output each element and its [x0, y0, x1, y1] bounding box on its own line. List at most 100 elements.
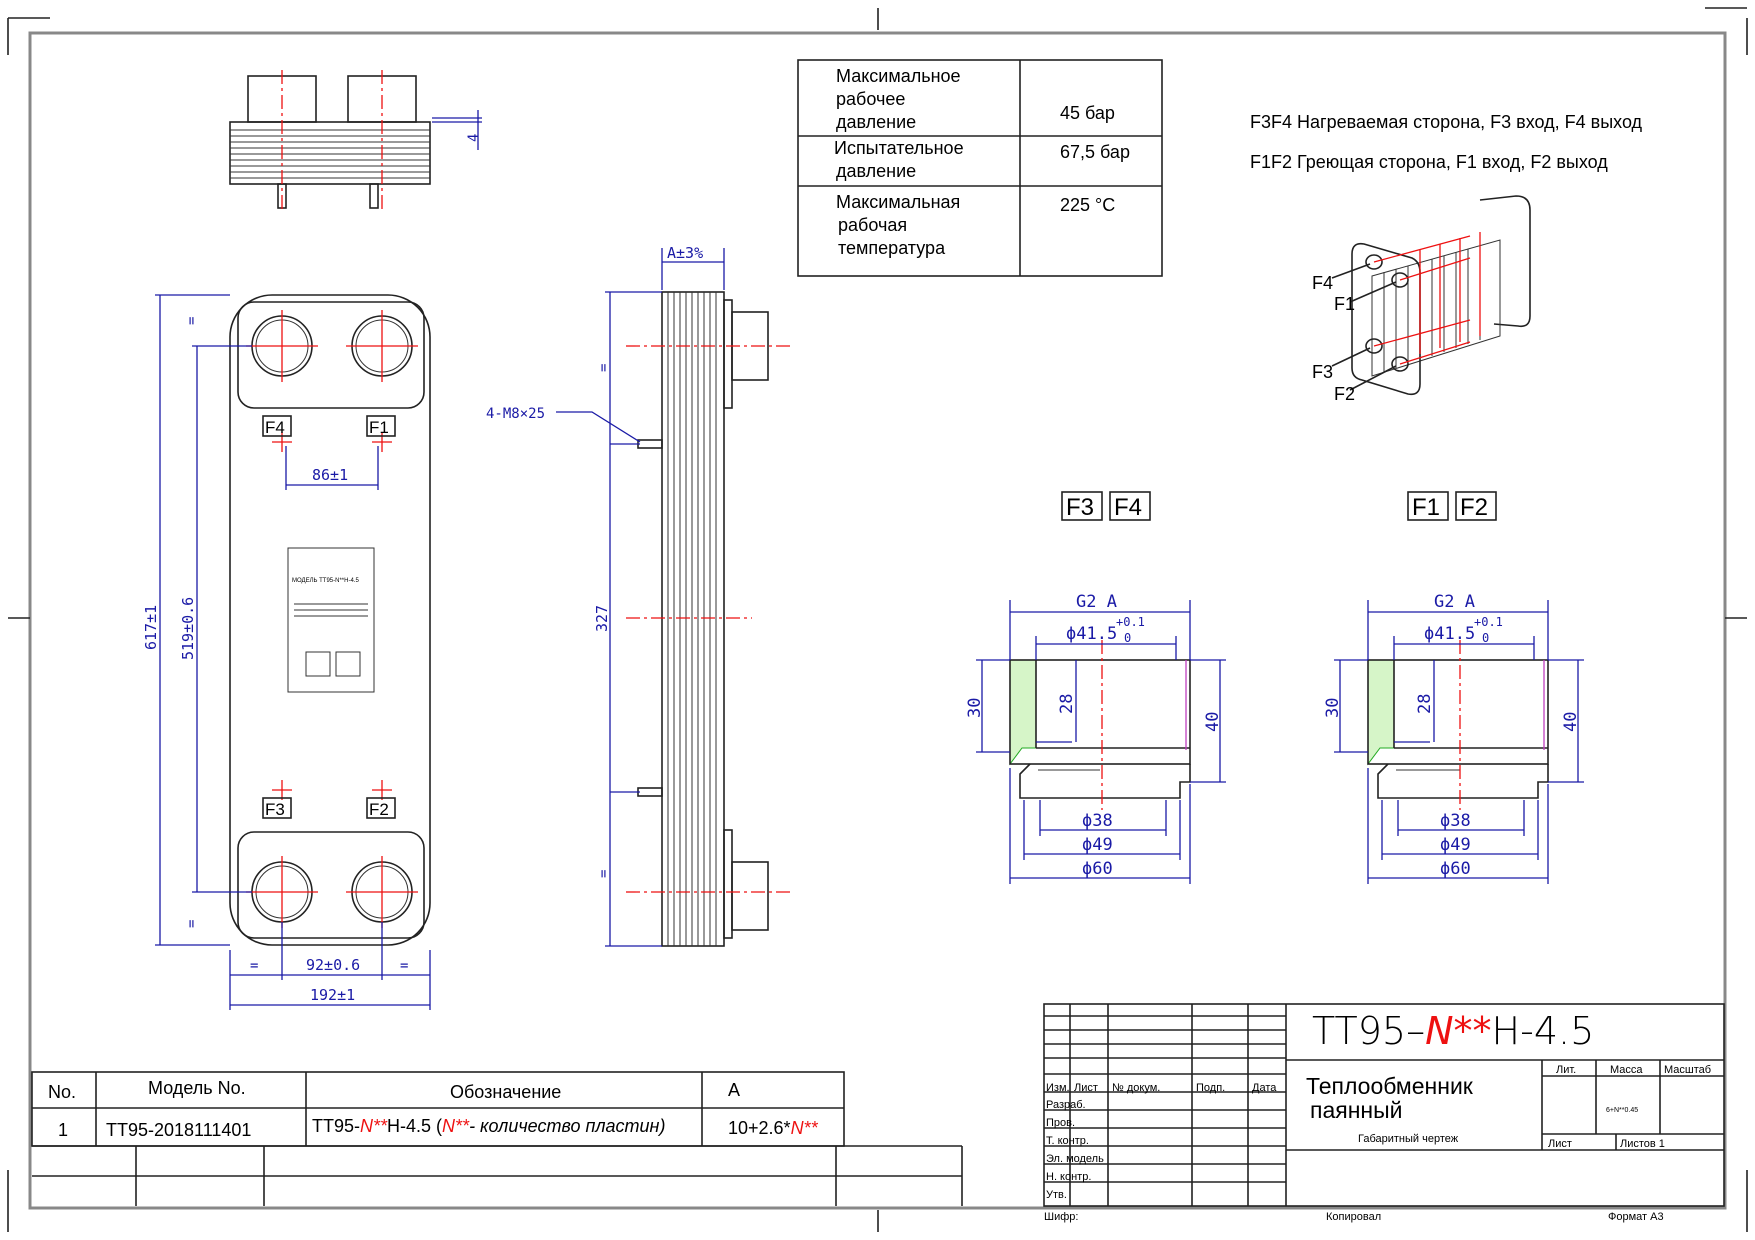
title-name-1: Теплообменник: [1306, 1073, 1474, 1099]
tb-col-doc: № докум.: [1112, 1082, 1160, 1094]
nameplate-model: МОДЕЛЬ ТТ95-N**H-4.5: [292, 578, 359, 584]
tb-massa: Масса: [1610, 1064, 1643, 1076]
iso-label-f4: F4: [1312, 273, 1333, 293]
tb-row-prov: Пров.: [1046, 1117, 1075, 1129]
section-1-tag-1: F3: [1066, 494, 1094, 521]
section-1-h28: 28: [1057, 694, 1077, 714]
side-view: [626, 291, 790, 947]
tb-col-podp: Подп.: [1196, 1082, 1225, 1094]
section-2-d415: ϕ41.5: [1424, 624, 1475, 644]
section-2-tol-lo: 0: [1482, 631, 1489, 645]
dim-4: 4: [466, 134, 482, 142]
parts-row-designation: TT95-N**H-4.5 (N**- количество пластин): [312, 1116, 665, 1136]
port-label-f3: F3: [265, 800, 285, 819]
port-label-f1: F1: [369, 418, 389, 437]
tb-format: Формат А3: [1608, 1211, 1664, 1223]
section-2-tag-1: F1: [1412, 494, 1440, 521]
parts-row-model: TT95-2018111401: [106, 1120, 251, 1140]
tb-row-utv: Утв.: [1046, 1189, 1067, 1201]
port-label-f2: F2: [369, 800, 389, 819]
dim-86: 86±1: [312, 466, 348, 484]
section-1-h40: 40: [1203, 712, 1223, 732]
tb-mass-value: 6+N**0.45: [1606, 1107, 1638, 1114]
section-1-d60: ϕ60: [1082, 859, 1113, 879]
eq-side-bottom: =: [596, 870, 612, 878]
title-subtitle: Габаритный чертеж: [1358, 1133, 1459, 1145]
tb-row-nkontr: Н. контр.: [1046, 1171, 1091, 1183]
section-2-thread: G2 A: [1434, 592, 1475, 612]
tb-row-tkontr: Т. контр.: [1046, 1135, 1089, 1147]
eq-right: =: [400, 958, 408, 974]
section-f1f2-dims: [1334, 600, 1584, 884]
tb-row-razrab: Разраб.: [1046, 1099, 1086, 1111]
dim-a-tolerance: A±3%: [667, 244, 703, 262]
dim-bolt: 4-M8×25: [486, 406, 545, 422]
section-2-tol-up: +0.1: [1474, 615, 1503, 629]
parts-table: [31, 1071, 963, 1206]
tb-kopiroval: Копировал: [1326, 1211, 1381, 1223]
section-2-h28: 28: [1415, 694, 1435, 714]
port-label-f4: F4: [265, 418, 285, 437]
dim-617: 617±1: [142, 605, 160, 650]
section-f1f2-tags: [1407, 491, 1497, 521]
section-2-h40: 40: [1561, 712, 1581, 732]
corner-marks: [7, 7, 1748, 1232]
legend-line-2: F1F2 Греющая сторона, F1 вход, F2 выход: [1250, 152, 1608, 172]
section-f3f4-dims: [976, 600, 1226, 884]
tb-lit: Лит.: [1556, 1064, 1576, 1076]
section-1-thread: G2 A: [1076, 592, 1117, 612]
section-2-d38: ϕ38: [1440, 811, 1471, 831]
parts-header-designation: Обозначение: [450, 1082, 561, 1102]
title-block: [1043, 1003, 1725, 1207]
section-1-d49: ϕ49: [1082, 835, 1113, 855]
eq-side-top: =: [596, 364, 612, 372]
side-dimensions: [556, 248, 725, 947]
front-dimensions: [155, 294, 431, 1010]
dim-92: 92±0.6: [306, 956, 360, 974]
section-f1f2-drawing: [1367, 640, 1549, 810]
parts-header-model: Модель No.: [148, 1078, 246, 1098]
tb-col-data: Дата: [1252, 1082, 1277, 1094]
iso-label-f3: F3: [1312, 362, 1333, 382]
section-1-d415: ϕ41.5: [1066, 624, 1117, 644]
outer-frame: [28, 31, 1727, 1210]
spec-1-value: 67,5 бар: [1060, 142, 1130, 162]
spec-2-label: Максимальная рабочая температура: [836, 192, 965, 258]
tb-list: Лист: [1548, 1138, 1572, 1150]
section-f3f4-tags: [1061, 491, 1151, 521]
isometric-view: [1331, 195, 1531, 396]
parts-row-no: 1: [58, 1120, 68, 1140]
spec-table: [797, 59, 1163, 277]
tb-listov: Листов 1: [1620, 1138, 1665, 1150]
dim-519: 519±0.6: [179, 597, 197, 660]
dim-192: 192±1: [310, 986, 355, 1004]
title-code: TT95–N**H-4.5: [1312, 1009, 1594, 1053]
parts-row-a: 10+2.6*N**: [728, 1118, 819, 1138]
top-view: [229, 70, 482, 210]
section-2-h30: 30: [1323, 698, 1343, 718]
iso-label-f1: F1: [1334, 294, 1355, 314]
section-1-d38: ϕ38: [1082, 811, 1113, 831]
legend-line-1: F3F4 Нагреваемая сторона, F3 вход, F4 вы…: [1250, 112, 1643, 132]
tb-col-izm: Изм.: [1046, 1082, 1070, 1094]
section-1-h30: 30: [965, 698, 985, 718]
front-view: [229, 294, 431, 946]
spec-1-label: Испытательное давление: [834, 138, 969, 181]
tb-masshtab: Масштаб: [1664, 1064, 1711, 1076]
dim-327: 327: [593, 605, 611, 632]
section-2-d60: ϕ60: [1440, 859, 1471, 879]
spec-0-label: Максимальное рабочее давление: [836, 66, 966, 132]
eq-left: =: [250, 958, 258, 974]
tb-shifr: Шифр:: [1044, 1211, 1078, 1223]
parts-header-a: A: [728, 1080, 740, 1100]
iso-label-f2: F2: [1334, 384, 1355, 404]
spec-0-value: 45 бар: [1060, 103, 1115, 123]
section-1-tol-up: +0.1: [1116, 615, 1145, 629]
tb-col-list: Лист: [1074, 1082, 1098, 1094]
section-f3f4-drawing: [1009, 640, 1191, 810]
eq-bottom: =: [184, 920, 200, 928]
tb-row-model: Эл. модель: [1046, 1153, 1104, 1165]
eq-top: =: [184, 317, 200, 325]
parts-header-no: No.: [48, 1082, 76, 1102]
section-2-tag-2: F2: [1460, 494, 1488, 521]
